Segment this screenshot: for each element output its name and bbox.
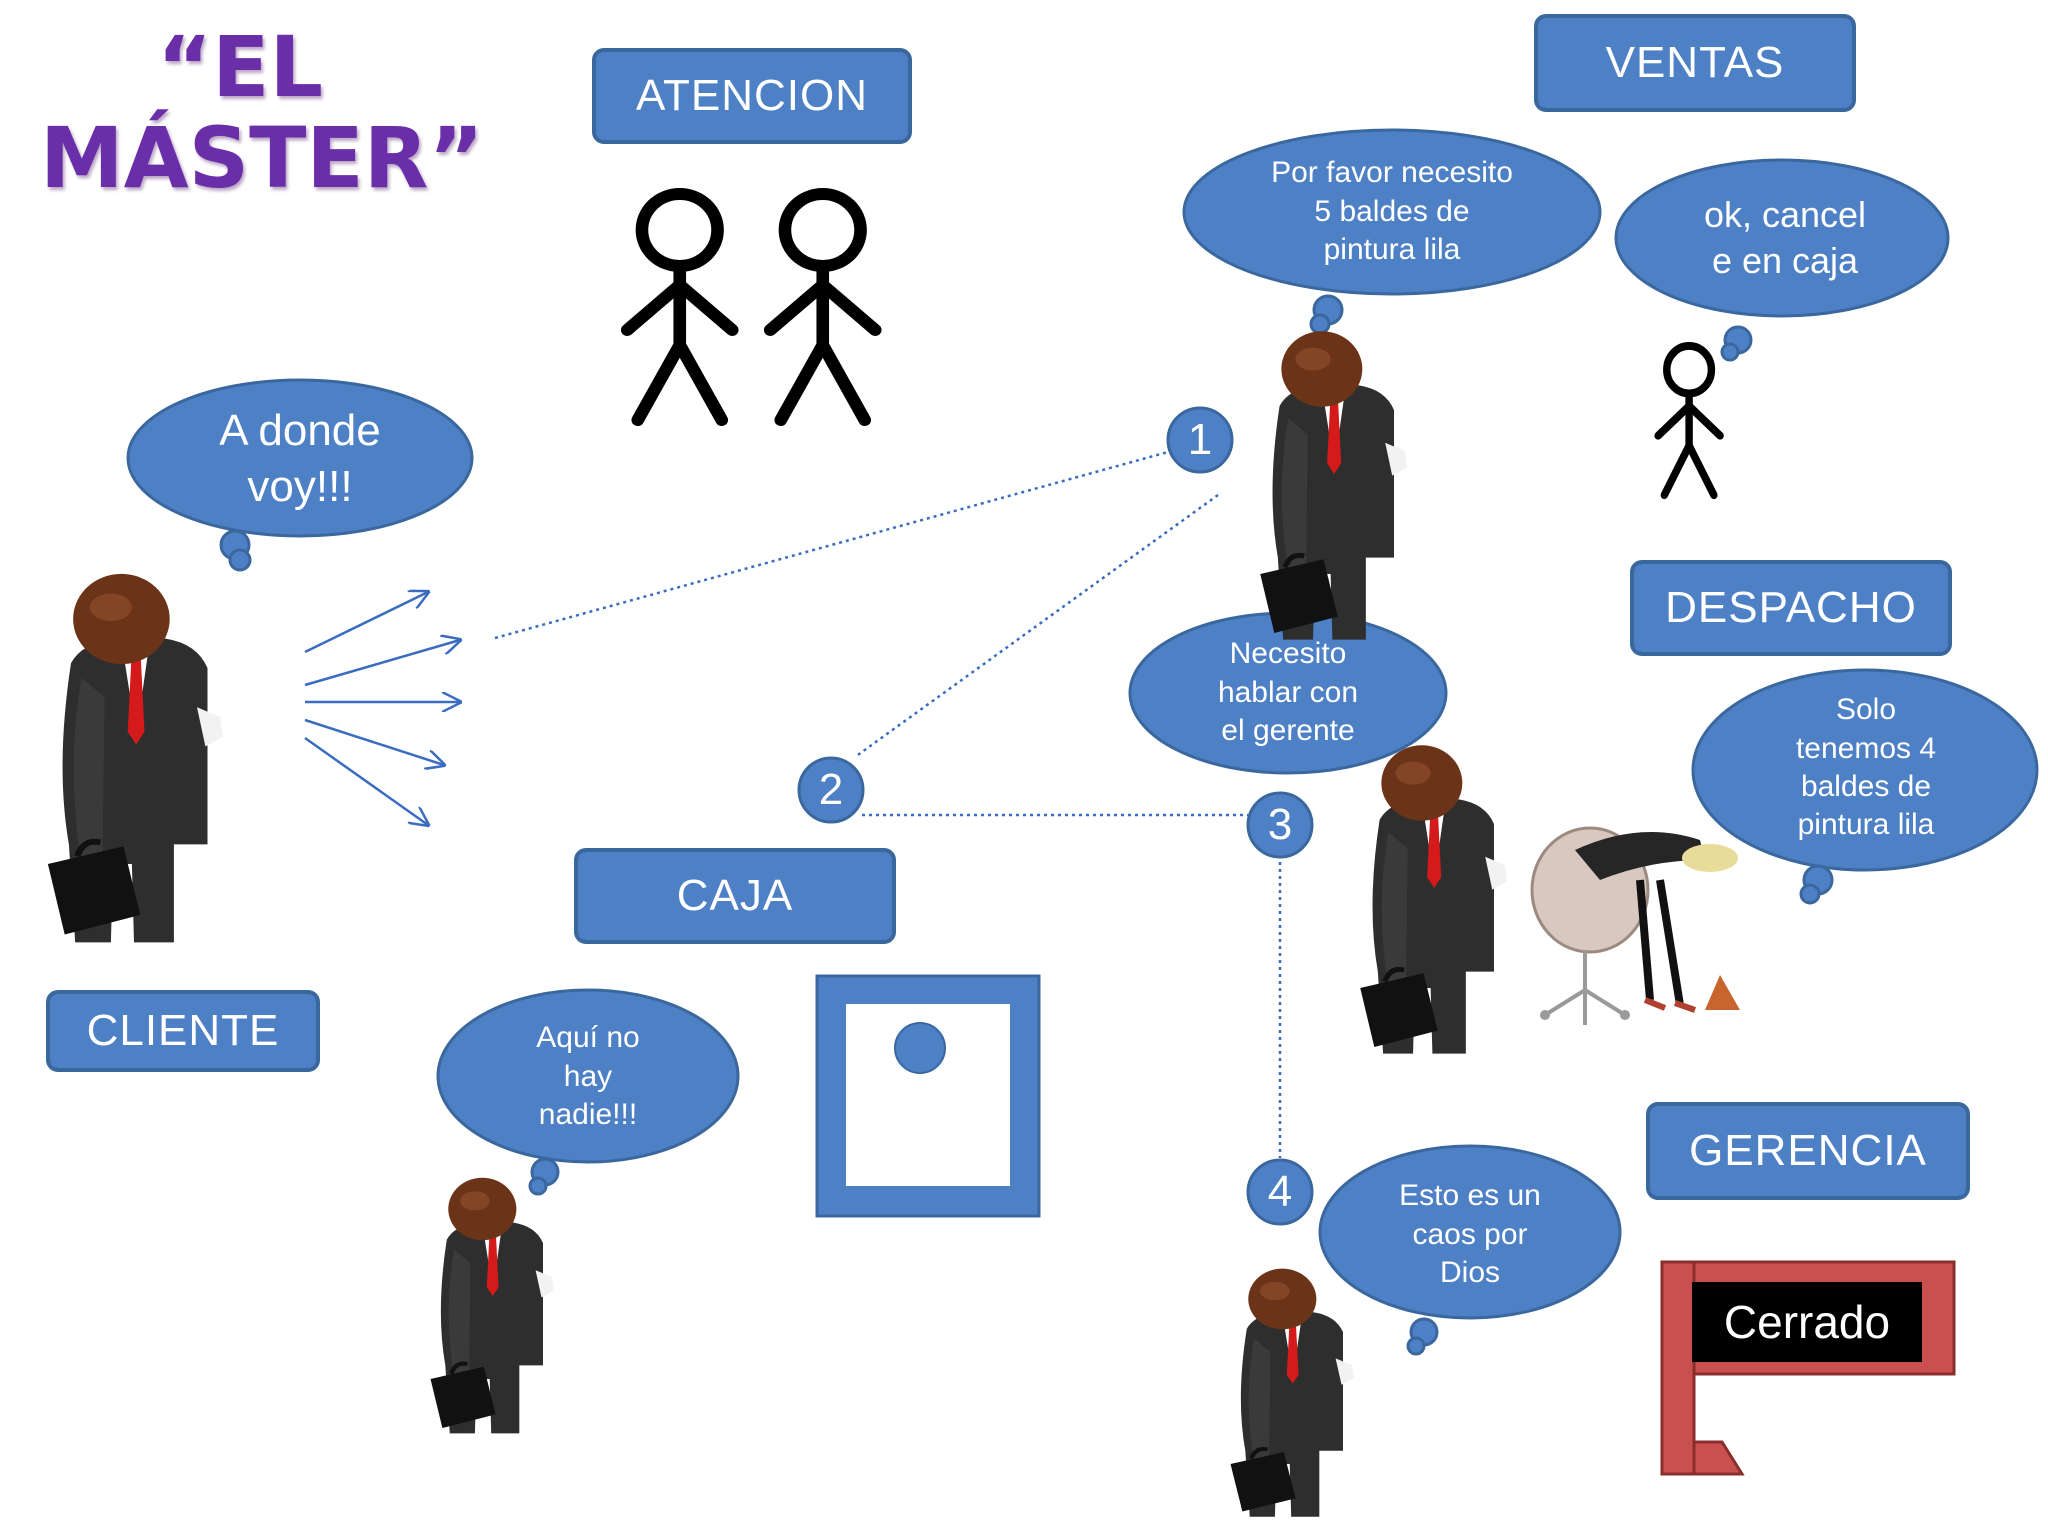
- flow-lines: [494, 450, 1282, 1158]
- thought-bubble-ventas-cliente: [1182, 128, 1602, 335]
- businessman-figure-ventas: [1260, 331, 1407, 639]
- page-title: “EL MÁSTER”: [40, 18, 484, 207]
- label-gerencia: GERENCIA: [1646, 1102, 1970, 1200]
- closed-sign-text: Cerrado: [1723, 1296, 1891, 1348]
- thought-bubble-ventas-staff: [1614, 158, 1950, 362]
- step-number-3: 3: [1267, 800, 1293, 849]
- label-caja: CAJA: [574, 848, 896, 944]
- step-number-1: 1: [1187, 415, 1213, 464]
- step-marker-3: [1246, 791, 1314, 859]
- thought-bubble-cliente: [126, 378, 474, 572]
- safe-box-icon: [815, 974, 1041, 1218]
- thought-bubble-gerencia-cliente: [1318, 1144, 1622, 1356]
- label-cliente: CLIENTE: [46, 990, 320, 1072]
- bubble-text-gerencia-cliente: Esto es un caos por Dios: [1399, 1179, 1541, 1290]
- stick-figure-ventas-staff: [1658, 346, 1720, 495]
- thought-bubble-caja-cliente: [436, 988, 740, 1196]
- flow-line-1-to-2: [854, 493, 1219, 759]
- step-marker-1: [1166, 406, 1234, 474]
- businessman-figure-cliente: [48, 574, 223, 942]
- bubble-text-cliente: A donde voy!!!: [219, 405, 381, 511]
- label-despacho: DESPACHO: [1630, 560, 1952, 656]
- bubble-text-despacho-staff: Solo tenemos 4 baldes de pintura lila: [1795, 693, 1937, 842]
- step-markers: [797, 406, 1314, 1226]
- bubble-text-ventas-staff: ok, cancel e en caja: [1703, 193, 1867, 281]
- step-number-4: 4: [1267, 1167, 1293, 1216]
- flow-line-cliente-to-1: [494, 450, 1169, 640]
- stick-figure-atencion-2: [770, 194, 875, 420]
- client-arrow-2: [304, 640, 460, 687]
- client-arrow-5: [304, 736, 428, 825]
- step-marker-2: [797, 756, 865, 824]
- label-atencion: ATENCION: [592, 48, 912, 144]
- thought-bubble-despacho-staff: [1691, 668, 2039, 905]
- businessman-figure-caja: [431, 1178, 555, 1434]
- sleeping-clerk-illustration: [1530, 826, 1740, 1025]
- client-arrow-1: [304, 592, 428, 654]
- client-arrow-4: [304, 718, 444, 765]
- closed-sign-icon: [1660, 1260, 1956, 1476]
- bubble-text-caja-cliente: Aquí no hay nadie!!!: [536, 1021, 640, 1132]
- step-number-2: 2: [818, 765, 844, 814]
- client-arrows: [304, 592, 460, 825]
- businessman-figure-gerencia: [1231, 1269, 1355, 1517]
- bubble-text-ventas-cliente: Por favor necesito 5 baldes de pintura l…: [1271, 156, 1513, 267]
- businessman-figure-despacho: [1360, 745, 1507, 1053]
- label-ventas: VENTAS: [1534, 14, 1856, 112]
- bubble-text-despacho-cliente: Necesito hablar con el gerente: [1217, 637, 1359, 748]
- stick-figure-atencion-1: [627, 194, 732, 420]
- step-marker-4: [1246, 1158, 1314, 1226]
